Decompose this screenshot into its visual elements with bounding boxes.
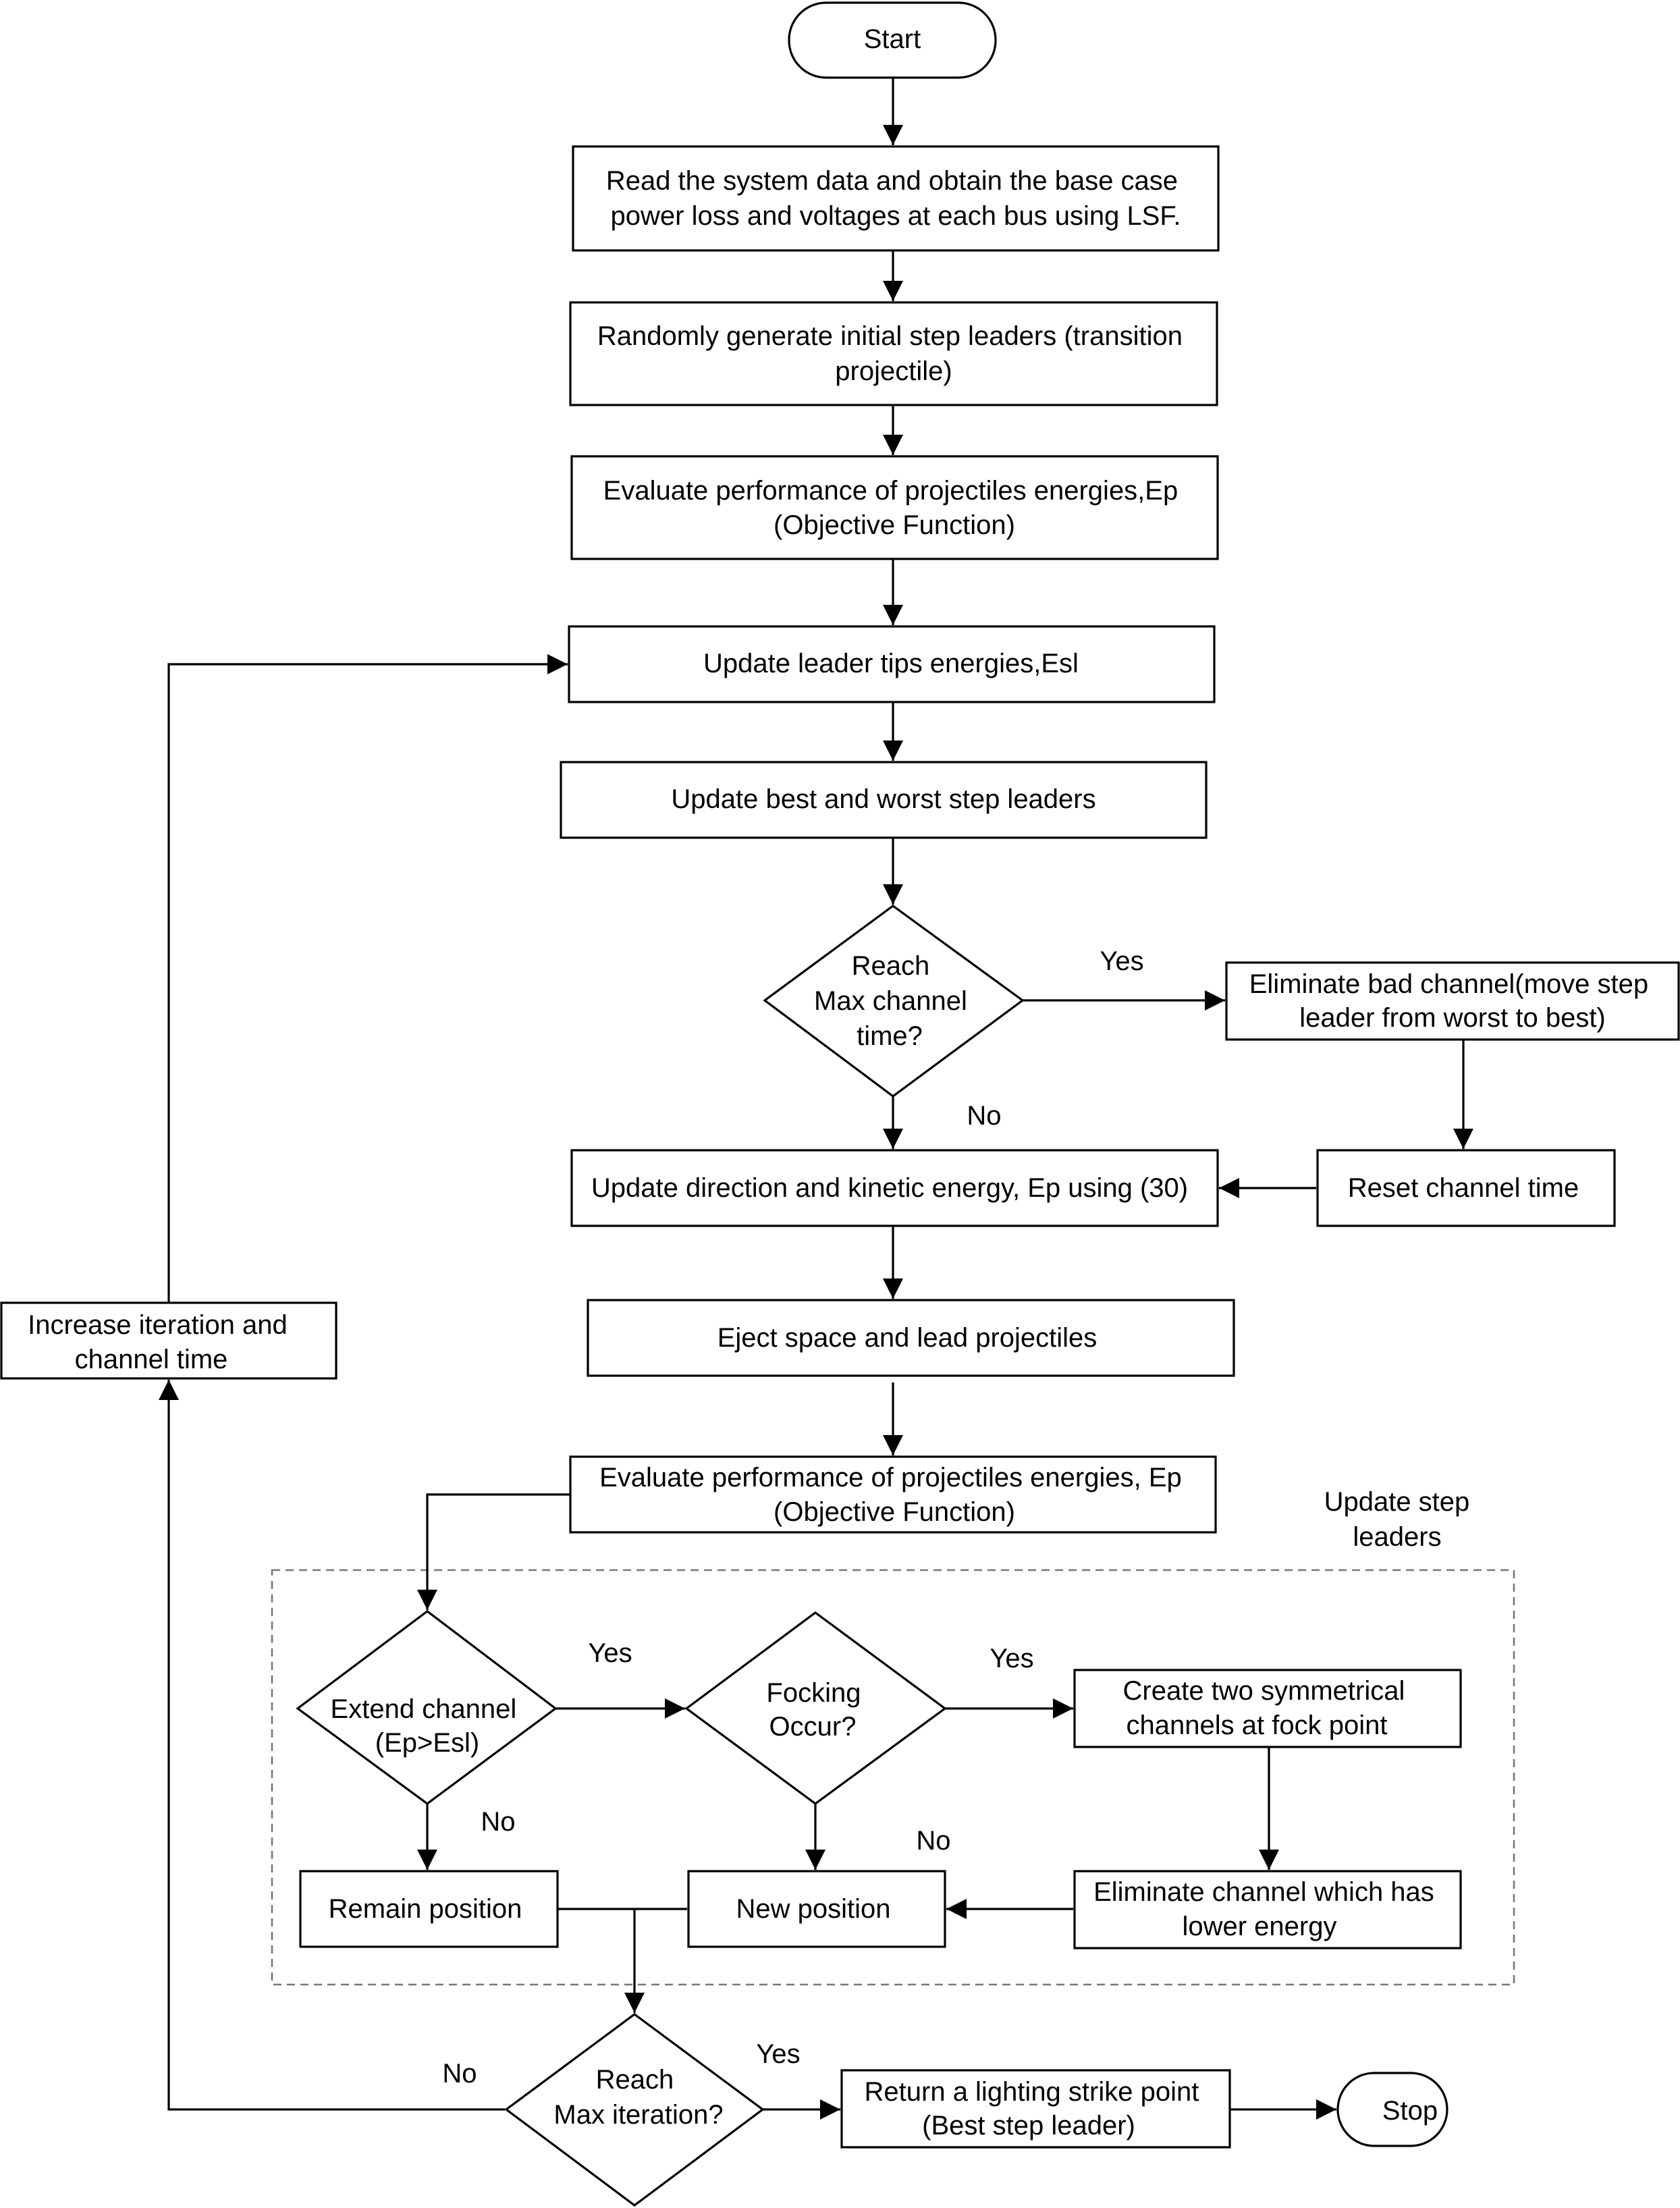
label-channel-no: No bbox=[967, 1101, 1001, 1131]
read-data-text: Read the system data and obtain the base… bbox=[606, 166, 1185, 231]
return-strike-point-text: Return a lighting strike point (Best ste… bbox=[865, 2077, 1207, 2140]
max-iteration-decision bbox=[504, 2013, 765, 2207]
update-direction-text: Update direction and kinetic energy, Ep … bbox=[591, 1173, 1188, 1203]
arrow-evaluate-to-extend bbox=[417, 1493, 570, 1610]
evaluate-energies-text-2: Evaluate performance of projectiles ener… bbox=[599, 1463, 1189, 1527]
remain-position-box bbox=[299, 1870, 559, 1948]
arrow-iteration-no bbox=[159, 1380, 505, 2111]
group-label: Update step leaders bbox=[1324, 1487, 1478, 1552]
evaluate-energies-text-1: Evaluate performance of projectiles ener… bbox=[603, 476, 1186, 540]
update-direction-box bbox=[570, 1149, 1219, 1227]
stop-terminal bbox=[1336, 2072, 1448, 2147]
eliminate-lower-energy-text: Eliminate channel which has lower energy bbox=[1093, 1877, 1442, 1941]
start-label: Start bbox=[864, 24, 921, 54]
max-iteration-text: Reach Max iteration? bbox=[553, 2065, 723, 2130]
forking-decision bbox=[684, 1611, 947, 1805]
stop-label: Stop bbox=[1382, 2096, 1438, 2126]
increase-iteration-text: Increase iteration and channel time bbox=[28, 1310, 295, 1374]
generate-leaders-text: Randomly generate initial step leaders (… bbox=[597, 321, 1190, 386]
generate-leaders-box bbox=[569, 301, 1218, 406]
update-best-worst-text: Update best and worst step leaders bbox=[671, 784, 1095, 814]
label-channel-yes: Yes bbox=[1100, 946, 1143, 976]
label-iteration-no: No bbox=[442, 2059, 477, 2089]
label-fork-no: No bbox=[916, 1826, 950, 1856]
label-extend-yes: Yes bbox=[588, 1638, 632, 1668]
increase-iteration-box bbox=[0, 1301, 337, 1380]
create-symmetric-channels-box bbox=[1073, 1669, 1462, 1748]
eject-projectiles-text: Eject space and lead projectiles bbox=[717, 1323, 1098, 1353]
return-strike-point-box bbox=[840, 2069, 1231, 2149]
label-extend-no: No bbox=[481, 1807, 515, 1837]
eject-projectiles-box bbox=[587, 1299, 1235, 1377]
read-data-box bbox=[572, 145, 1220, 252]
create-symmetric-channels-text: Create two symmetrical channels at fock … bbox=[1123, 1676, 1413, 1740]
evaluate-energies-box-1 bbox=[570, 455, 1219, 560]
max-channel-time-text: Reach Max channel time? bbox=[814, 951, 975, 1051]
reset-channel-time-box bbox=[1316, 1149, 1616, 1227]
eliminate-bad-channel-text: Eliminate bad channel(move step leader f… bbox=[1249, 969, 1656, 1033]
update-step-leaders-group bbox=[271, 1569, 1515, 1986]
start-terminal bbox=[788, 1, 997, 79]
extend-channel-decision bbox=[296, 1609, 558, 1805]
new-position-text: New position bbox=[736, 1894, 890, 1924]
new-position-box bbox=[687, 1870, 946, 1948]
update-tips-box bbox=[568, 625, 1216, 703]
max-channel-time-decision bbox=[763, 905, 1025, 1098]
extend-channel-text: Extend channel (Ep>Esl) bbox=[331, 1694, 524, 1758]
label-fork-yes: Yes bbox=[990, 1644, 1033, 1673]
eliminate-bad-channel-box bbox=[1225, 961, 1680, 1041]
update-best-worst-box bbox=[560, 761, 1208, 839]
arrow-increase-to-tips bbox=[167, 654, 568, 1303]
remain-position-text: Remain position bbox=[329, 1894, 522, 1924]
evaluate-energies-box-2 bbox=[569, 1455, 1217, 1534]
connectors bbox=[159, 78, 1473, 2120]
forking-text: Focking Occur? bbox=[766, 1678, 868, 1742]
eliminate-lower-energy-box bbox=[1073, 1870, 1462, 1949]
update-tips-text: Update leader tips energies,Esl bbox=[703, 649, 1079, 678]
label-iteration-yes: Yes bbox=[756, 2039, 800, 2069]
reset-channel-time-text: Reset channel time bbox=[1348, 1173, 1579, 1203]
